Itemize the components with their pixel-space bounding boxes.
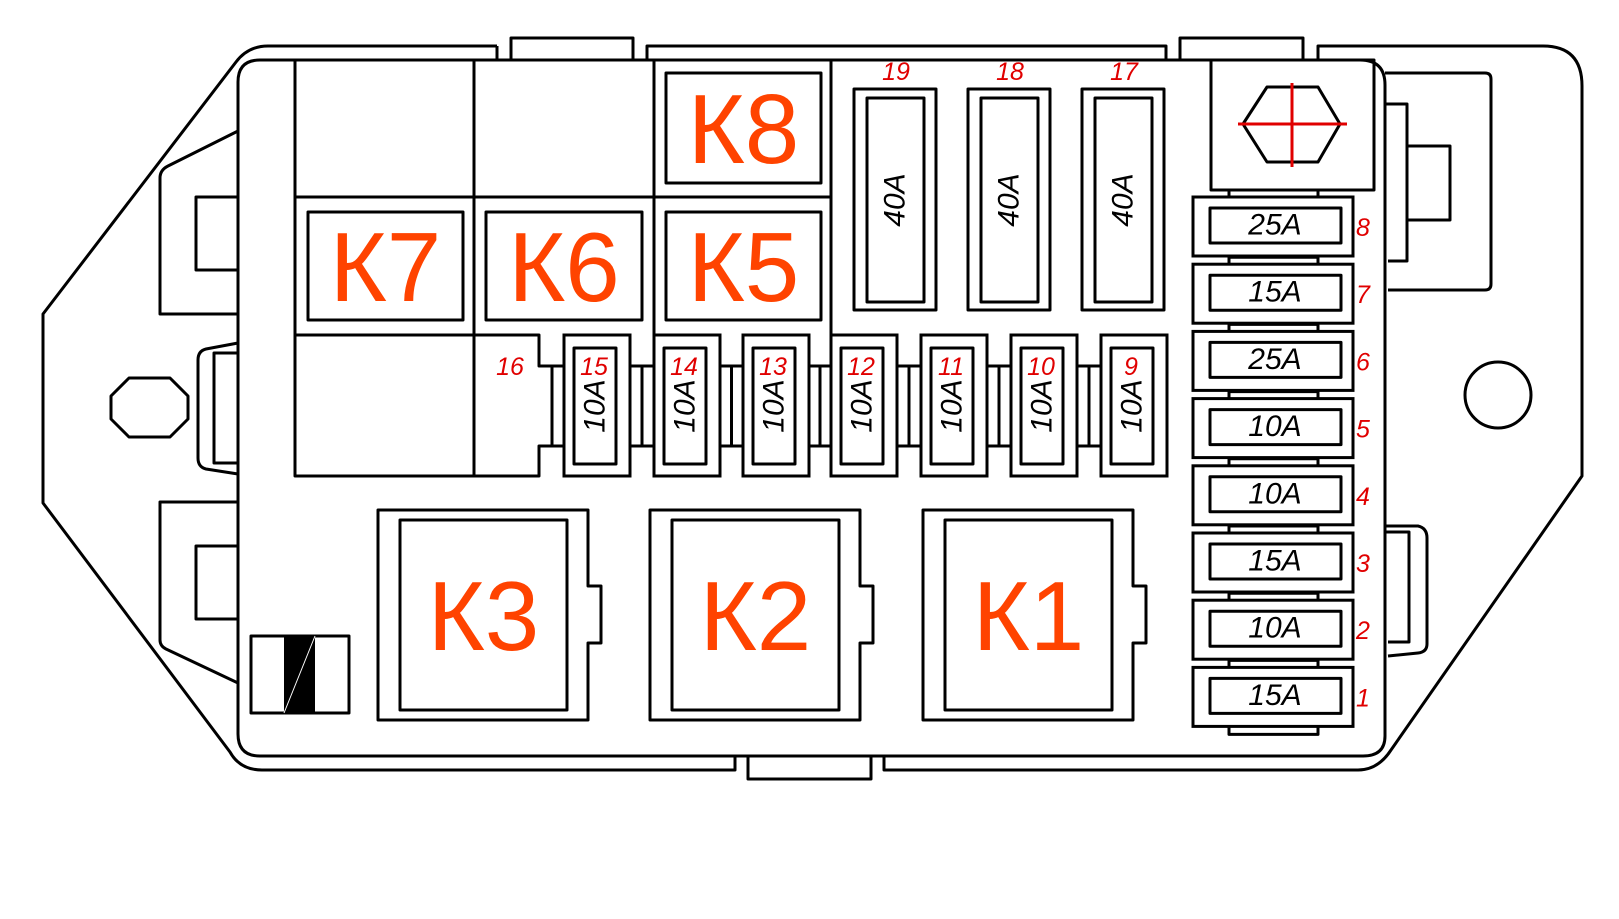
right-mounting-brackets: [1385, 71, 1533, 658]
left-mounting-hole: [109, 376, 190, 439]
fuse-2[interactable]: 10A 2: [1191, 591, 1370, 661]
left-mounting-brackets: [109, 129, 239, 685]
housing-outline: [41, 36, 1584, 781]
fuse-rating: 10A: [1026, 379, 1059, 432]
fuse-divider: [1077, 364, 1101, 448]
relay-k1: К1: [921, 508, 1148, 722]
fuse-rating: 40A: [879, 173, 912, 226]
fuse-number: 10: [1027, 353, 1055, 381]
relay-label: К6: [508, 212, 620, 322]
crosshair-icon: [1238, 83, 1347, 167]
fuse-number: 1: [1356, 684, 1370, 712]
fuse-rating: 40A: [1107, 173, 1140, 226]
fuse-19[interactable]: 19 40A: [852, 58, 938, 312]
fuse-4[interactable]: 10A 4: [1191, 457, 1370, 527]
fuse-rating: 25A: [1247, 343, 1301, 376]
fuse-rating: 10A: [936, 379, 969, 432]
fuse-number: 2: [1355, 617, 1370, 645]
fuse-divider: [809, 364, 831, 448]
fuse-divider: [897, 364, 921, 448]
fuse-rating: 10A: [1248, 410, 1301, 443]
fuse-3[interactable]: 15A 3: [1191, 524, 1370, 594]
fuse-6[interactable]: 25A 6: [1191, 322, 1370, 392]
relay-label: К5: [688, 212, 800, 322]
fuse-number: 6: [1356, 348, 1370, 376]
fuse-rating: 10A: [579, 379, 612, 432]
relay-k6: К6: [484, 210, 644, 322]
fuse-number: 5: [1356, 416, 1370, 444]
fuse-rating: 10A: [1248, 612, 1301, 645]
fuse-divider: [987, 364, 1011, 448]
fuse-5[interactable]: 10A 5: [1191, 390, 1370, 460]
fuse-number: 4: [1356, 483, 1370, 511]
fuse-17[interactable]: 17 40A: [1080, 58, 1166, 312]
relay-label: К7: [330, 212, 442, 322]
fuse-divider: [630, 364, 654, 448]
fuse-number: 15: [580, 353, 608, 381]
fuse-8[interactable]: 25A 8: [1191, 188, 1370, 258]
fuse-number: 19: [882, 58, 910, 86]
fuse-number: 11: [938, 353, 964, 381]
relay-k3: К3: [376, 508, 603, 722]
fuse-number: 13: [759, 353, 787, 381]
fuse-number: 17: [1110, 58, 1139, 86]
fuse-rating: 40A: [993, 173, 1026, 226]
fuse-number: 3: [1356, 550, 1370, 578]
right-mounting-hole: [1463, 360, 1533, 430]
ground-bolt: [1209, 58, 1376, 192]
fuse-rating: 15A: [1248, 276, 1301, 309]
relay-k5: К5: [664, 210, 823, 322]
relay-label: К8: [688, 74, 800, 184]
fuse-number: 9: [1124, 353, 1138, 381]
fuse-18[interactable]: 18 40A: [966, 58, 1052, 312]
relay-label: К3: [428, 561, 540, 671]
fuse-number: 7: [1356, 281, 1371, 309]
relay-k8: К8: [664, 71, 823, 185]
relay-k2: К2: [648, 508, 875, 722]
striped-marker: [249, 634, 351, 715]
fuse-divider: [720, 364, 743, 448]
fuse-rating: 25A: [1247, 209, 1301, 242]
fuse-rating: 10A: [846, 379, 879, 432]
fuse-rating: 10A: [758, 379, 791, 432]
fuse-rating: 10A: [1116, 379, 1149, 432]
fuse-16-number: 16: [496, 353, 524, 381]
large-fuses: 19 40A 18 40A 17 40A: [852, 58, 1166, 312]
relay-k7: К7: [306, 210, 465, 322]
fuse-1[interactable]: 15A 1: [1191, 658, 1370, 736]
fuse-rating: 10A: [669, 379, 702, 432]
fuse-number: 12: [847, 353, 875, 381]
fuse-number: 14: [670, 353, 698, 381]
right-fuses: 25A 8 15A 7 25A 6 10A 5 10A 4 15A 3 10A 2 15A 1: [1191, 188, 1371, 736]
relay-label: К2: [700, 561, 812, 671]
relays: К1 К2 К3 К5 К6 К7 К8: [306, 71, 1148, 722]
fuse-7[interactable]: 15A 7: [1191, 255, 1371, 325]
fuse-number: 18: [996, 58, 1024, 86]
relay-label: К1: [973, 561, 1085, 671]
fuse-rating: 10A: [1248, 477, 1301, 510]
fuse-rating: 15A: [1248, 545, 1301, 578]
fuse-number: 8: [1356, 214, 1370, 242]
fuse-rating: 15A: [1248, 679, 1301, 712]
